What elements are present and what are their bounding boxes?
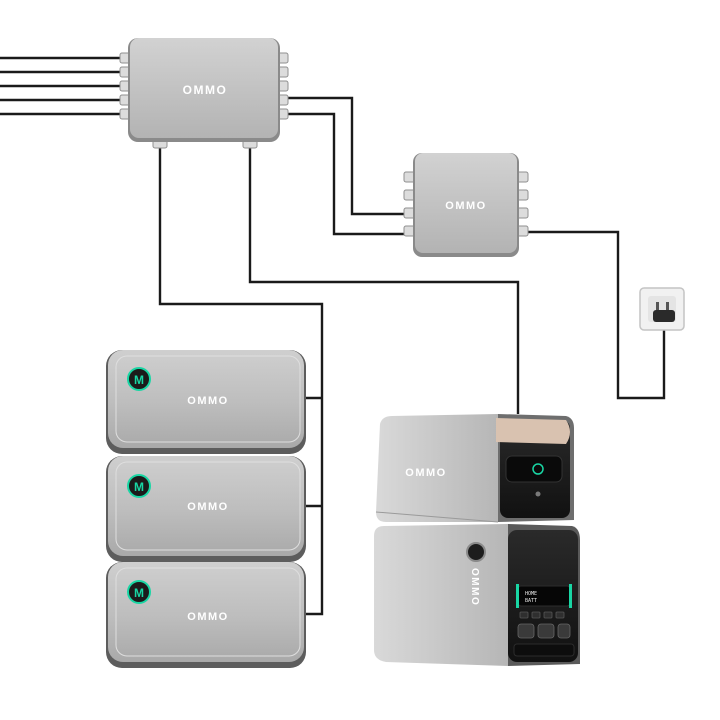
battery-module-1-logo: OMMO bbox=[187, 395, 228, 407]
battery-badge-glyph: M bbox=[134, 373, 144, 387]
usb-port-icon[interactable] bbox=[519, 611, 529, 619]
power-station-cable bbox=[248, 146, 520, 414]
cables bbox=[0, 56, 666, 616]
power-button-icon[interactable] bbox=[532, 463, 544, 475]
ac-outlet-icon[interactable] bbox=[517, 623, 535, 639]
battery-stack: M OMMO M OMMO M OMMO bbox=[106, 350, 306, 668]
side-port-icon bbox=[466, 542, 486, 562]
battery-module-3-logo: OMMO bbox=[187, 611, 228, 623]
status-led-icon bbox=[535, 491, 541, 497]
junction-box-main-logo: OMMO bbox=[183, 83, 228, 97]
battery-bus-cable bbox=[158, 146, 324, 616]
battery-badge-glyph: M bbox=[134, 586, 144, 600]
usb-port-icon[interactable] bbox=[555, 611, 565, 619]
battery-module-2-logo: OMMO bbox=[187, 501, 228, 513]
link-cable-lower bbox=[286, 112, 408, 236]
wall-plug-icon bbox=[639, 287, 685, 331]
battery-badge-glyph: M bbox=[134, 480, 144, 494]
outlet-cable bbox=[528, 230, 666, 400]
battery-badge-icon bbox=[127, 367, 151, 391]
link-cable-upper bbox=[286, 96, 408, 216]
power-station-base-unit: OMMO HOME BATT bbox=[374, 524, 580, 666]
power-station-top-logo: OMMO bbox=[405, 467, 446, 479]
panel-display-right: BATT bbox=[525, 598, 537, 604]
battery-badge-icon bbox=[127, 580, 151, 604]
power-station-top-display bbox=[505, 455, 563, 483]
power-station-front-panel: HOME BATT bbox=[513, 584, 575, 657]
junction-box-secondary-logo: OMMO bbox=[445, 200, 486, 212]
junction-box-secondary: OMMO bbox=[403, 153, 529, 257]
battery-module-3: M OMMO bbox=[106, 562, 306, 668]
ac-outlet-icon[interactable] bbox=[557, 623, 571, 639]
power-station-side-logo: OMMO bbox=[469, 568, 480, 606]
battery-module-2: M OMMO bbox=[106, 456, 306, 562]
ac-outlet-icon[interactable] bbox=[537, 623, 555, 639]
usb-port-icon[interactable] bbox=[543, 611, 553, 619]
power-station-top-unit: OMMO bbox=[375, 414, 574, 523]
power-station: OMMO OMMO HOME BATT bbox=[374, 414, 580, 666]
battery-module-1: M OMMO bbox=[106, 350, 306, 454]
panel-display-left: HOME bbox=[525, 591, 537, 597]
battery-badge-icon bbox=[127, 474, 151, 498]
junction-box-main: OMMO bbox=[119, 38, 289, 149]
usb-port-icon[interactable] bbox=[531, 611, 541, 619]
